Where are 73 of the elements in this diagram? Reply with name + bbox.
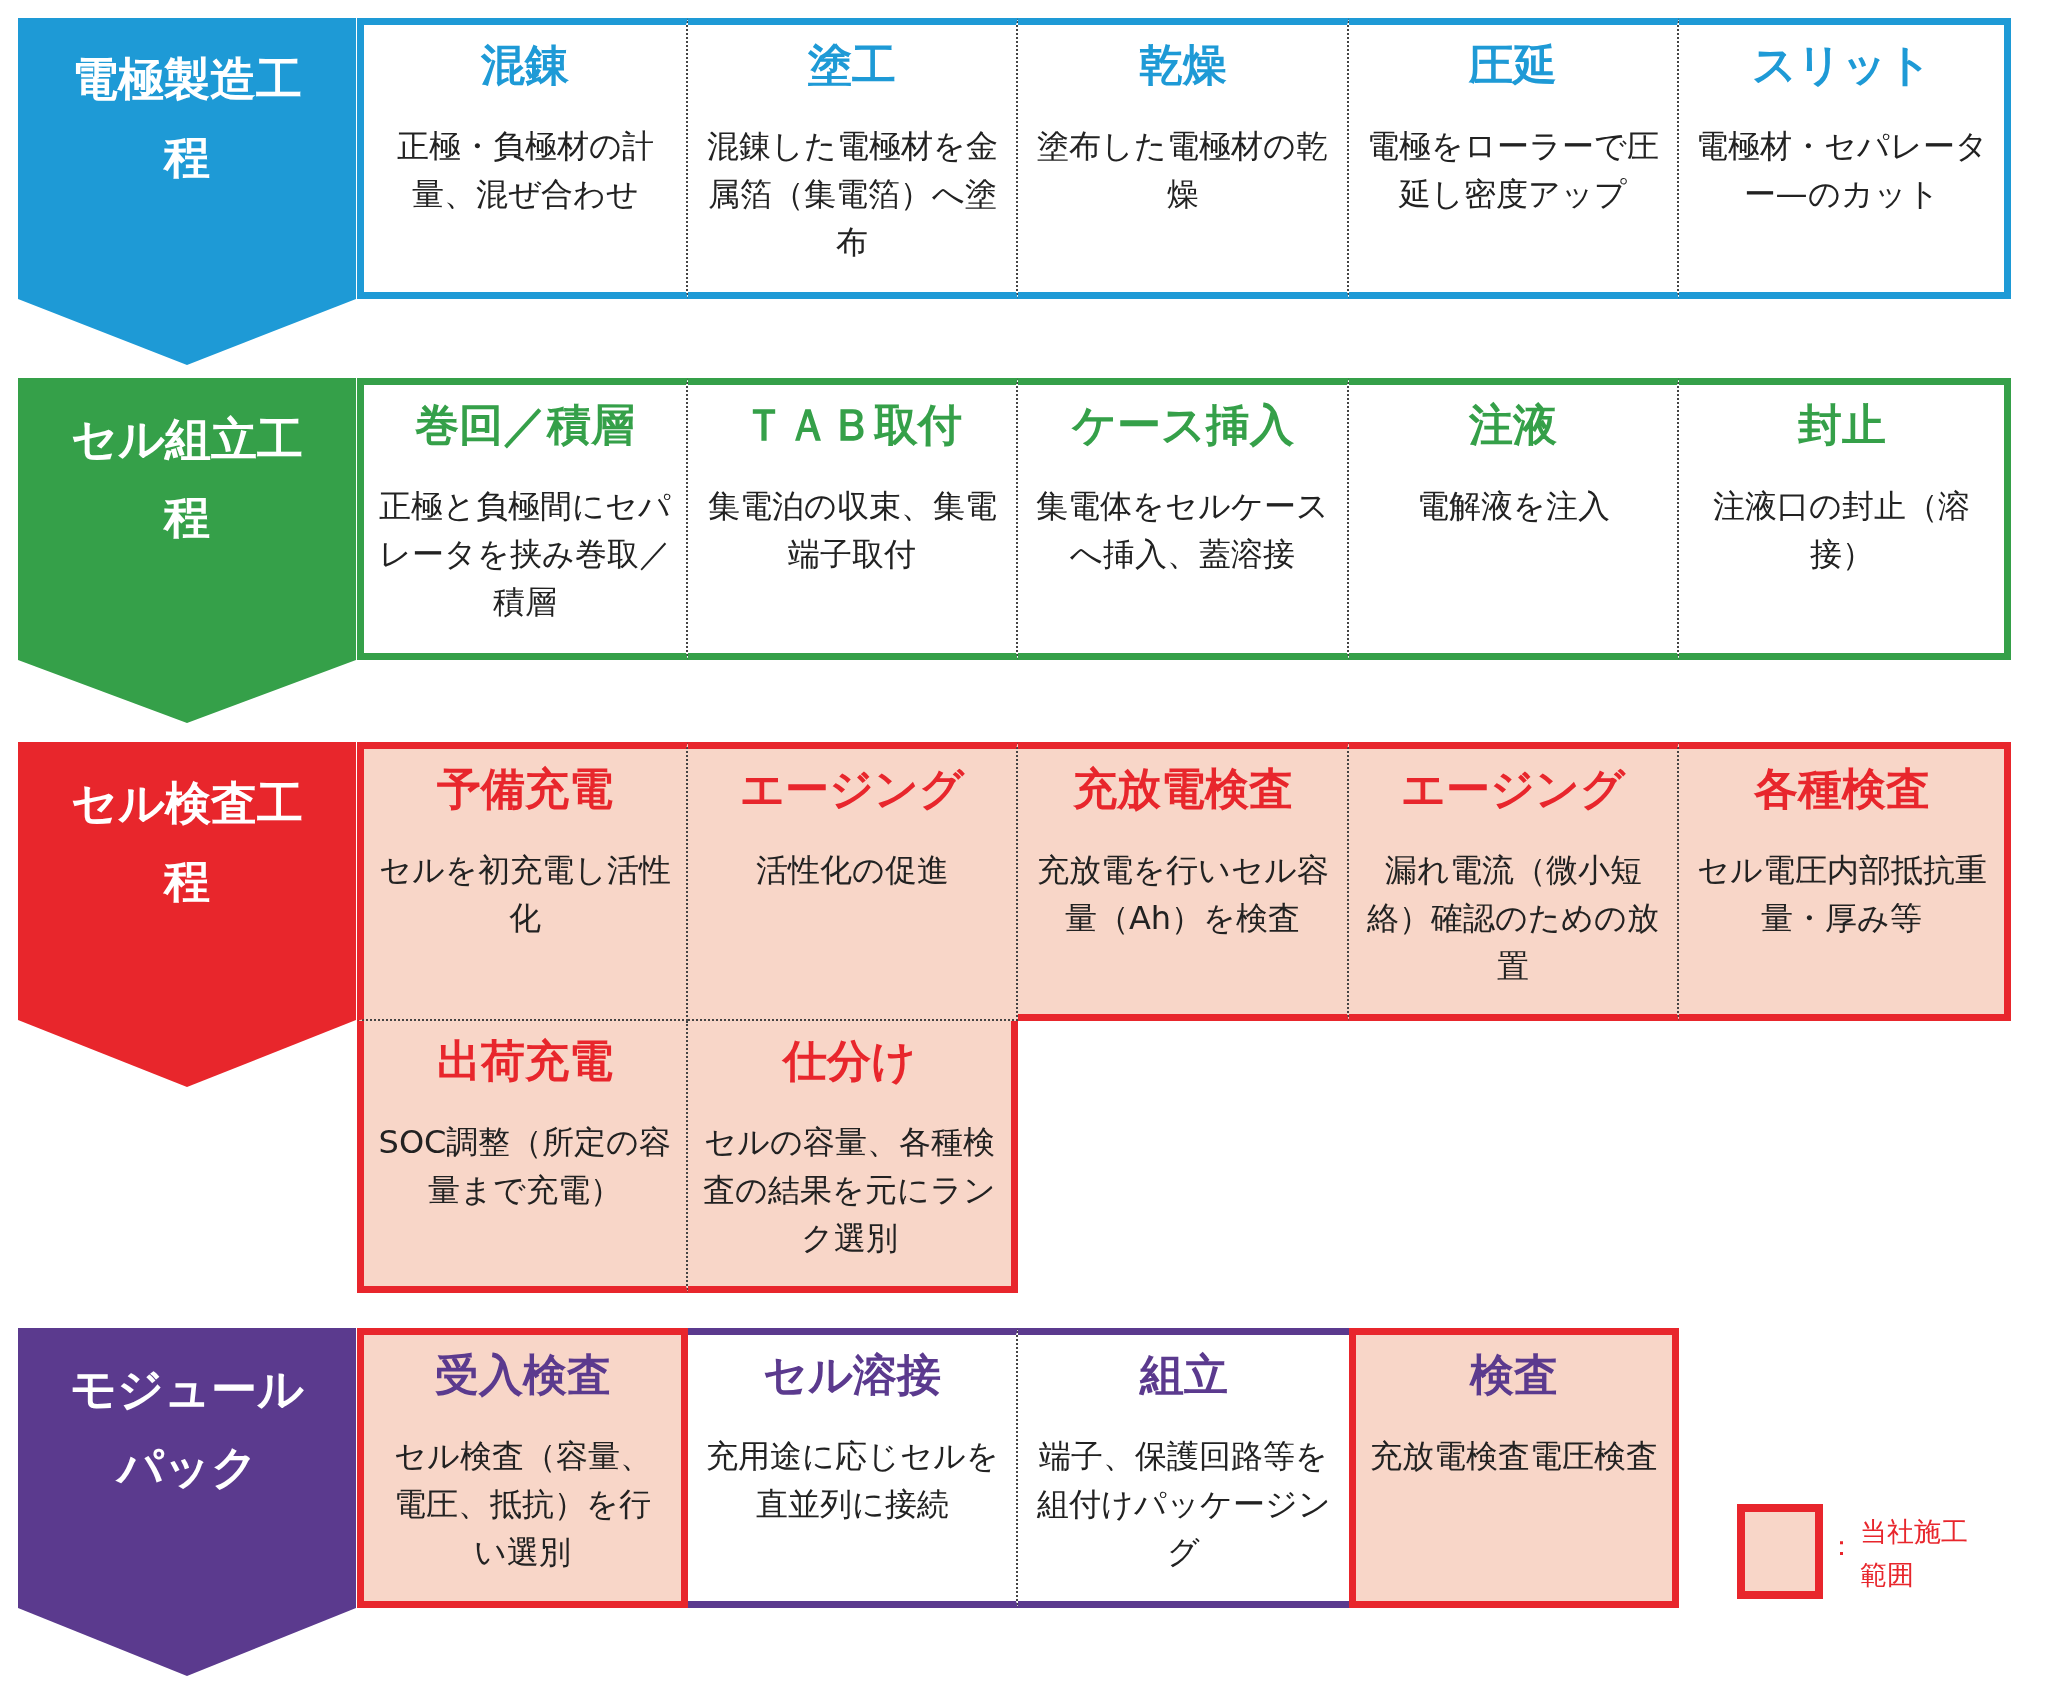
process-cell [688, 1021, 1018, 1293]
process-cell [1018, 1328, 1349, 1608]
process-cell [357, 742, 688, 1021]
step-description: 充放電検査電圧検査 [1370, 1435, 1658, 1477]
process-cell [1679, 742, 2011, 1021]
step-title: 受入検査 [434, 1349, 611, 1402]
step-title: セル溶接 [763, 1349, 941, 1402]
step-description: セルの容量、各種検査の結果を元にランク選別 [702, 1121, 997, 1259]
step-title: 仕分け [783, 1035, 916, 1088]
step-title: 封止 [1797, 399, 1886, 452]
step-description: 電極をローラーで圧延し密度アップ [1366, 125, 1660, 215]
process-cell [1349, 18, 1679, 299]
process-cell [1679, 18, 2011, 299]
process-cell [1349, 1328, 1679, 1608]
process-cell [1018, 742, 1349, 1021]
step-title: エージング [740, 763, 964, 816]
step-description: 活性化の促進 [755, 849, 949, 891]
process-cell [357, 1021, 688, 1293]
step-description: 正極と負極間にセパレータを挟み巻取／積層 [378, 485, 672, 623]
step-description: セル電圧内部抵抗重量・厚み等 [1695, 849, 1988, 939]
stage-banner [18, 378, 356, 723]
step-description: 端子、保護回路等を組付けパッケージング [1035, 1435, 1332, 1573]
step-description: 注液口の封止（溶接） [1712, 485, 1971, 575]
step-description: 塗布した電極材の乾燥 [1036, 125, 1329, 215]
legend-separator: ： [1828, 1529, 1855, 1563]
step-description: 集電体をセルケースへ挿入、蓋溶接 [1035, 485, 1330, 575]
step-title: 巻回／積層 [415, 399, 635, 452]
stage-label: セル組立工程 [70, 411, 304, 547]
process-cell [1679, 378, 2011, 660]
step-title: 各種検査 [1753, 763, 1930, 816]
process-cell [688, 1328, 1018, 1608]
legend-label: 当社施工範囲 [1860, 1515, 1969, 1593]
step-title: 予備充電 [437, 763, 613, 816]
process-cell [688, 742, 1018, 1021]
step-title: 出荷充電 [437, 1035, 613, 1088]
step-description: 混錬した電極材を金属箔（集電箔）へ塗布 [705, 125, 999, 263]
stage-label: モジュールパック [69, 1361, 305, 1497]
step-description: セル検査（容量、電圧、抵抗）を行い選別 [392, 1435, 653, 1573]
process-cell [357, 378, 688, 660]
step-title: ＴＡＢ取付 [742, 399, 962, 452]
stage-banner [18, 1328, 356, 1676]
stage-label: 電極製造工程 [71, 51, 303, 187]
step-title: スリット [1751, 39, 1932, 92]
process-cell [357, 18, 688, 299]
step-description: SOC調整（所定の容量まで充電） [378, 1121, 672, 1211]
step-description: 充用途に応じセルを直並列に接続 [704, 1435, 1000, 1525]
step-description: 電解液を注入 [1416, 485, 1610, 527]
process-cell [1018, 18, 1349, 299]
process-cell [1349, 378, 1679, 660]
process-cell [1018, 378, 1349, 660]
step-description: 漏れ電流（微小短絡）確認のための放置 [1366, 849, 1660, 987]
process-cell [688, 378, 1018, 660]
stage-banner [18, 742, 356, 1087]
step-title: エージング [1401, 763, 1625, 816]
step-description: 電極材・セパレーター—のカット [1694, 125, 1989, 215]
step-description: 正極・負極材の計量、混ぜ合わせ [395, 125, 655, 215]
step-title: 注液 [1469, 399, 1557, 452]
process-cell [1349, 742, 1679, 1021]
step-description: 集電泊の収束、集電端子取付 [706, 485, 998, 575]
step-title: 充放電検査 [1072, 763, 1293, 816]
stage-label: セル検査工程 [70, 775, 304, 911]
step-title: 塗工 [808, 39, 896, 92]
step-description: 充放電を行いセル容量（Ah）を検査 [1035, 849, 1330, 939]
step-title: 検査 [1470, 1349, 1558, 1402]
step-title: ケース挿入 [1071, 399, 1294, 452]
process-cell [357, 1328, 688, 1608]
step-title: 混錬 [481, 39, 569, 92]
stage-banner [18, 18, 356, 365]
step-description: セルを初充電し活性化 [378, 849, 672, 939]
step-title: 圧延 [1469, 39, 1557, 92]
process-cell [688, 18, 1018, 299]
step-title: 組立 [1139, 1349, 1228, 1402]
step-title: 乾燥 [1138, 39, 1227, 92]
